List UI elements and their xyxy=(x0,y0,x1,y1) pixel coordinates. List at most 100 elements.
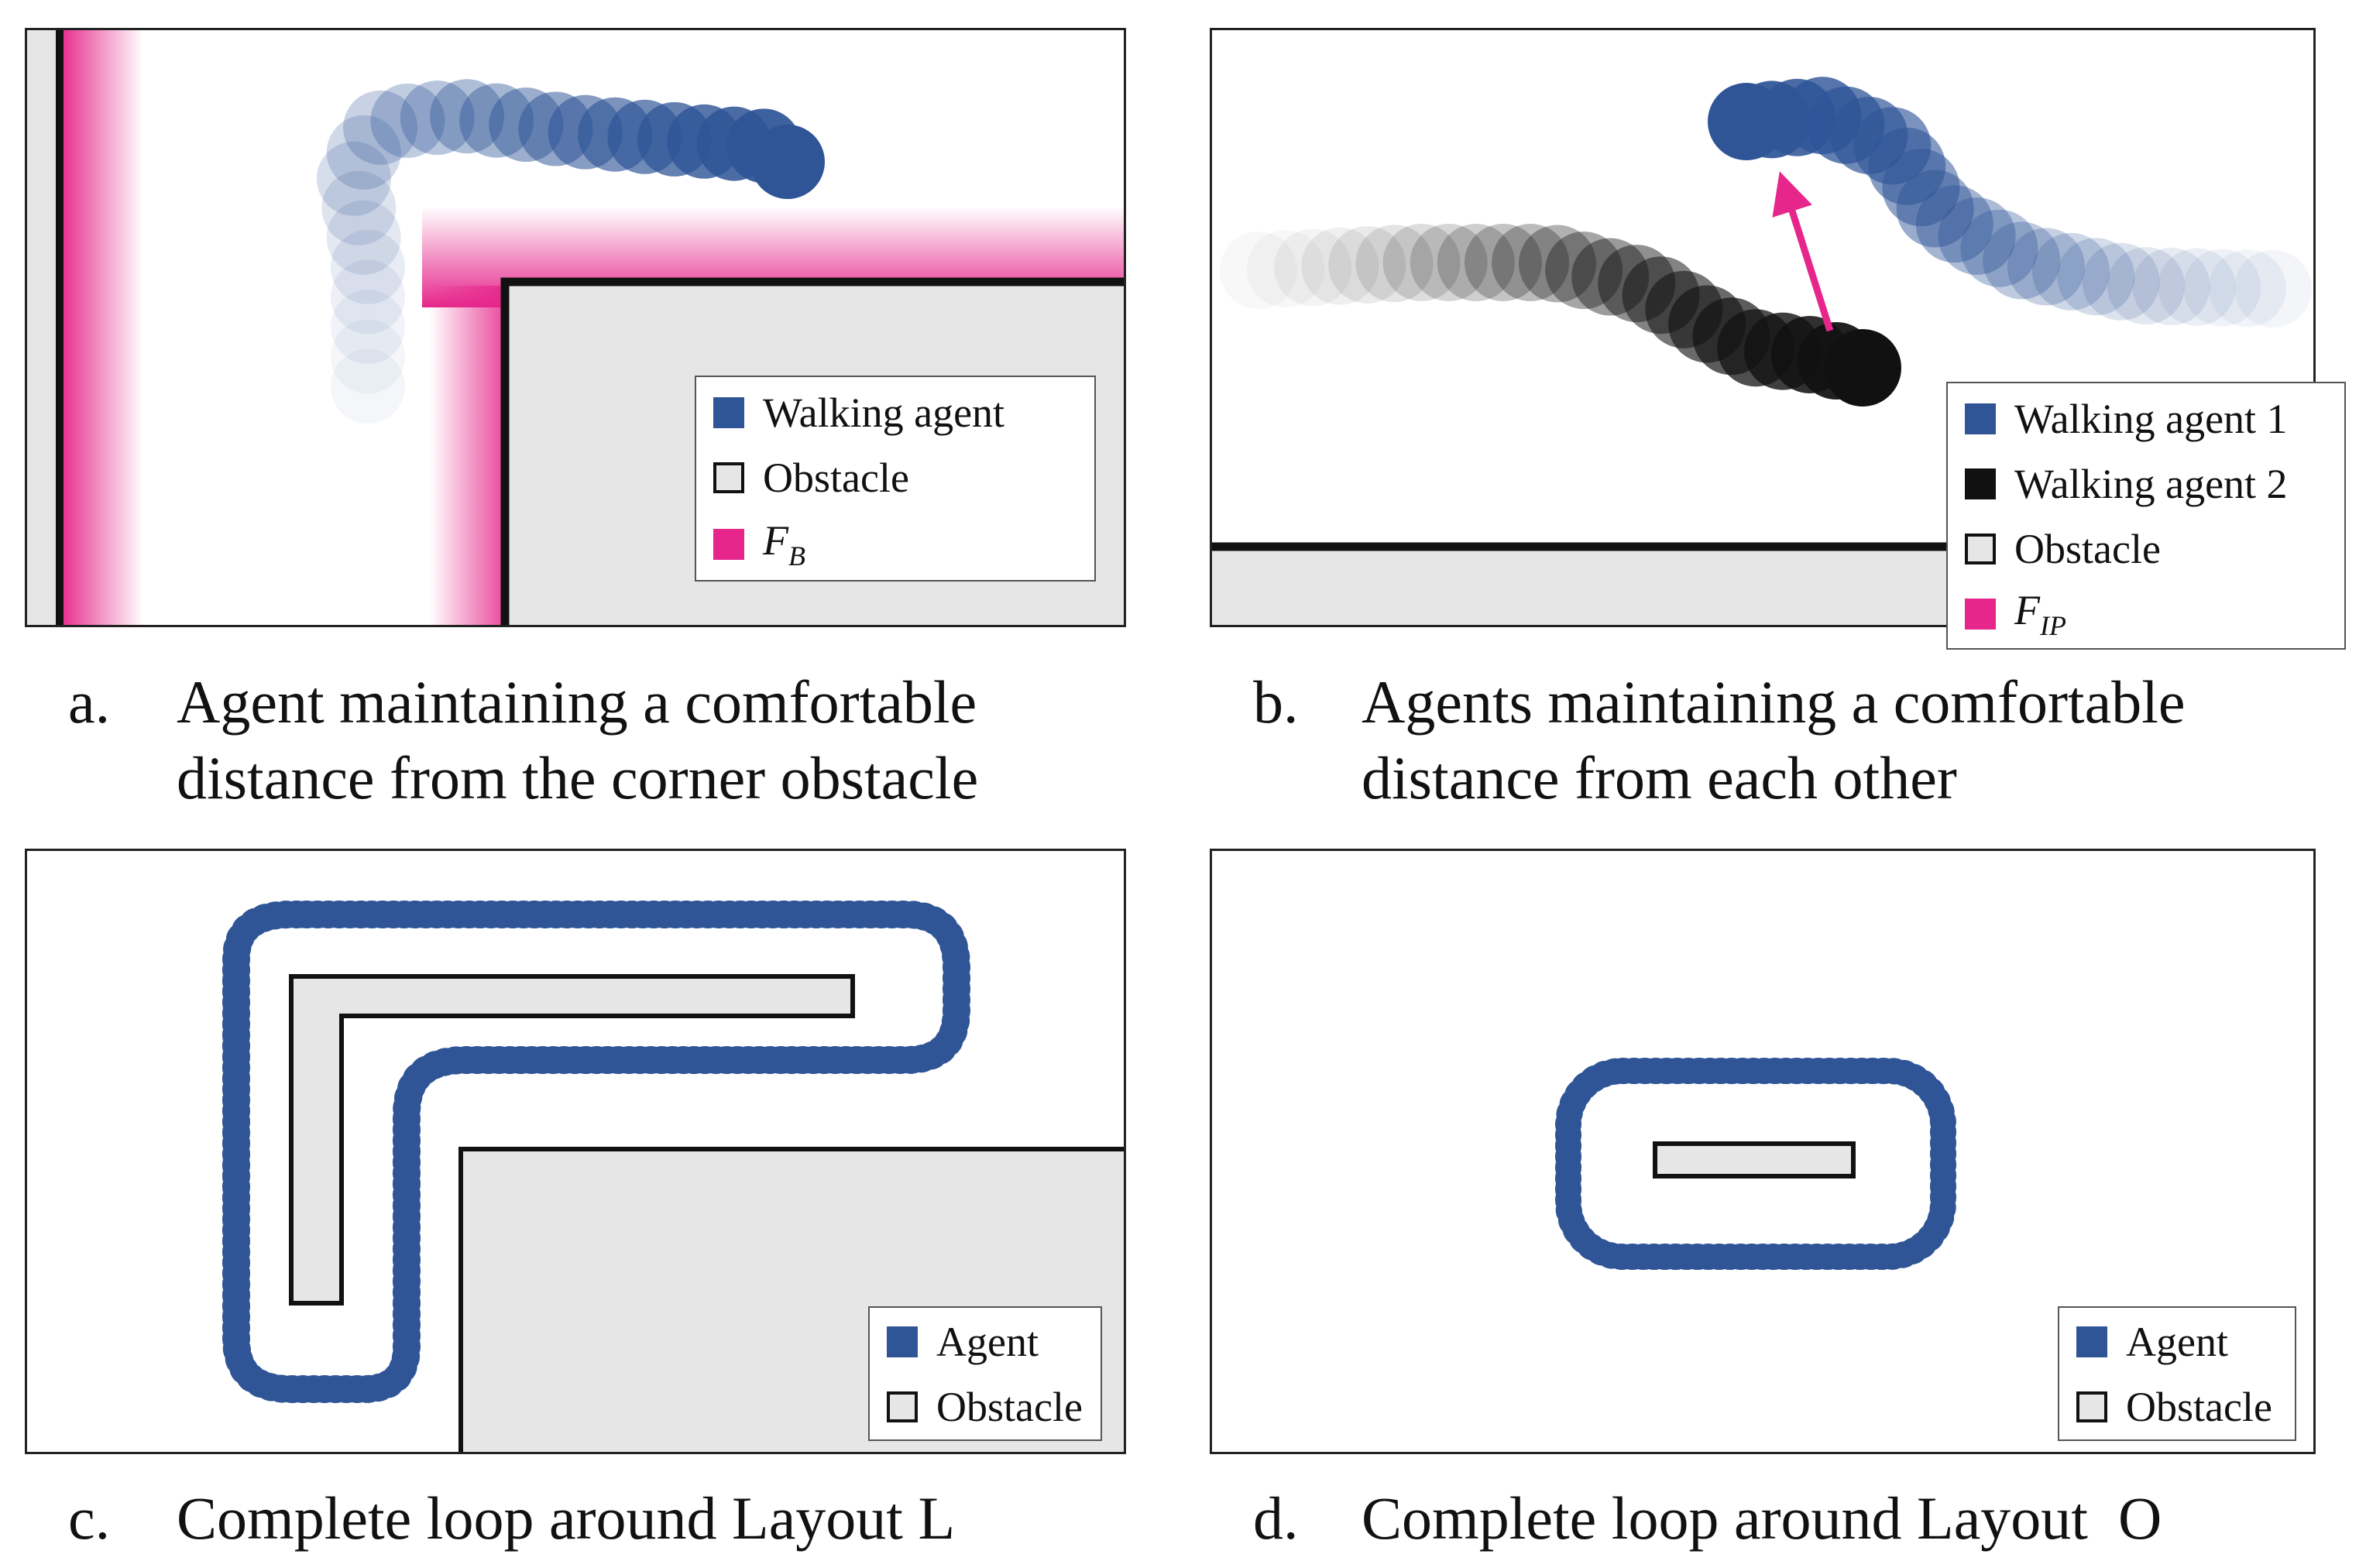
force-subscript: B xyxy=(788,540,805,571)
legend-item-agent: Agent xyxy=(870,1311,1039,1373)
agent-2-trail xyxy=(1274,224,1901,407)
agent-swatch xyxy=(887,1326,918,1357)
force-swatch xyxy=(713,529,744,560)
agent-1-trail xyxy=(1708,77,2312,328)
agent-1-trail-marker xyxy=(1708,83,1785,160)
obstacle-swatch xyxy=(2076,1391,2107,1422)
caption-c-line1: Complete loop around Layout L xyxy=(177,1484,956,1552)
force-symbol: F xyxy=(763,516,788,564)
agent-2-trail-marker xyxy=(1355,225,1434,303)
panel-c-legend: Agent Obstacle xyxy=(868,1306,1102,1441)
agent-a-trail-marker xyxy=(459,83,534,158)
interpersonal-force-arrow xyxy=(1772,171,1834,332)
agent-2-trail-marker xyxy=(1545,232,1623,310)
left-wall-obstacle xyxy=(27,30,58,625)
caption-b-line2: distance from each other xyxy=(1362,744,1957,811)
agent-a-trail-marker xyxy=(331,259,405,335)
legend-item-obstacle: Obstacle xyxy=(696,447,909,509)
agent-2-trail-marker xyxy=(1274,228,1352,307)
legend-item-walking-agent-2: Walking agent 2 xyxy=(1948,453,2288,515)
caption-a-letter: a. xyxy=(68,668,111,736)
legend-label: Obstacle xyxy=(763,455,909,501)
agent-2-trail-marker xyxy=(1437,224,1515,301)
legend-item-interpersonal-force: FIP xyxy=(1948,583,2066,645)
agent-a-trail-marker xyxy=(331,229,405,304)
agent-1-trail-marker xyxy=(2057,238,2135,316)
legend-label: Walking agent 1 xyxy=(2014,396,2288,442)
agent-2-trail-marker xyxy=(1519,225,1597,303)
agent-a-trail-marker xyxy=(331,319,405,394)
agent-2-trail-marker xyxy=(1410,224,1488,301)
agent-1-trail-marker xyxy=(2107,247,2185,325)
agent-a-trail-marker xyxy=(750,125,825,199)
agent-1-trail-marker xyxy=(2132,247,2210,325)
agent-1-trail-marker xyxy=(2032,232,2110,311)
legend-item-walking-agent-1: Walking agent 1 xyxy=(1948,388,2288,450)
agent-a-trail-marker xyxy=(326,115,401,190)
agent-swatch xyxy=(2076,1326,2107,1357)
agent-2-swatch xyxy=(1965,468,1996,499)
obstacle-swatch xyxy=(1965,534,1996,564)
caption-a-line2: distance from the corner obstacle xyxy=(177,744,979,811)
agent-a-trail-marker xyxy=(326,200,401,275)
bar-obstacle xyxy=(1653,1141,1856,1179)
l-shaped-obstacle xyxy=(289,974,855,1306)
legend-item-walking-agent: Walking agent xyxy=(696,382,1004,444)
legend-label: Obstacle xyxy=(2014,526,2161,572)
caption-b: b. Agents maintaining a comfortable dist… xyxy=(1253,664,2322,819)
agent-a-trail-marker xyxy=(331,289,405,364)
agent-1-trail-marker xyxy=(2158,248,2236,326)
legend-item-obstacle: Obstacle xyxy=(2059,1376,2272,1438)
agent-2-trail-marker xyxy=(1492,224,1570,301)
caption-c: c. Complete loop around Layout L xyxy=(68,1481,1137,1558)
agent-a-trail-marker xyxy=(400,81,475,156)
legend-item-obstacle: Obstacle xyxy=(870,1376,1083,1438)
agent-a-trail-marker xyxy=(430,79,505,154)
agent-1-trail-marker xyxy=(2209,249,2287,328)
caption-b-letter: b. xyxy=(1253,668,1299,736)
agent-1-swatch xyxy=(1965,403,1996,434)
agent-1-trail-marker xyxy=(2082,242,2160,321)
legend-label: Agent xyxy=(2126,1319,2228,1365)
caption-a-line1: Agent maintaining a comfortable xyxy=(177,668,977,736)
agent-a-trail-marker xyxy=(370,83,445,158)
legend-label: Obstacle xyxy=(2126,1384,2272,1430)
agent-2-trail-marker xyxy=(1824,329,1901,407)
force-symbol: F xyxy=(2014,586,2040,633)
agent-a-trail xyxy=(316,79,825,424)
obstacle-swatch xyxy=(713,462,744,493)
legend-label: Obstacle xyxy=(936,1384,1083,1430)
panel-a-drawing xyxy=(27,30,1124,625)
agent-a-trail-marker xyxy=(343,90,418,165)
panel-b: Walking agent 1 Walking agent 2 Obstacle… xyxy=(1210,28,2346,650)
panel-d-drawing xyxy=(1555,1058,1956,1270)
panel-b-drawing xyxy=(1212,77,2313,625)
legend-label: Agent xyxy=(936,1319,1039,1365)
legend-label: Walking agent 2 xyxy=(2014,461,2288,507)
panel-c-drawing xyxy=(222,901,1124,1452)
caption-c-letter: c. xyxy=(68,1484,111,1552)
force-subscript: IP xyxy=(2040,609,2066,641)
legend-label: Walking agent xyxy=(763,389,1005,436)
panel-a-legend: Walking agent Obstacle FB xyxy=(695,376,1096,582)
agent-a-trail-marker xyxy=(321,170,397,245)
legend-item-obstacle: Obstacle xyxy=(1948,518,2161,580)
obstacle-swatch xyxy=(887,1391,918,1422)
legend-item-boundary-force: FB xyxy=(696,513,805,575)
caption-d: d. Complete loop around Layout O xyxy=(1253,1481,2322,1558)
panel-a: Walking agent Obstacle FB xyxy=(25,28,1126,627)
agent-2-trail-marker xyxy=(1328,225,1406,304)
force-swatch xyxy=(1965,599,1996,630)
caption-d-letter: d. xyxy=(1253,1484,1299,1552)
agent-1-trail-marker xyxy=(2007,228,2085,306)
panel-b-legend: Walking agent 1 Walking agent 2 Obstacle… xyxy=(1946,382,2346,650)
agent-1-trail-marker xyxy=(1960,209,2038,287)
agent-2-trail-marker xyxy=(1301,227,1379,305)
agent-2-trail-marker xyxy=(1464,224,1542,301)
agent-2-trail-marker xyxy=(1382,224,1461,301)
panel-d: Agent Obstacle xyxy=(1210,849,2316,1454)
agent-a-trail-marker xyxy=(331,349,405,424)
caption-d-line1: Complete loop around Layout O xyxy=(1362,1484,2162,1552)
left-wall-force-field xyxy=(58,30,143,625)
legend-label: FIP xyxy=(2014,589,2066,640)
